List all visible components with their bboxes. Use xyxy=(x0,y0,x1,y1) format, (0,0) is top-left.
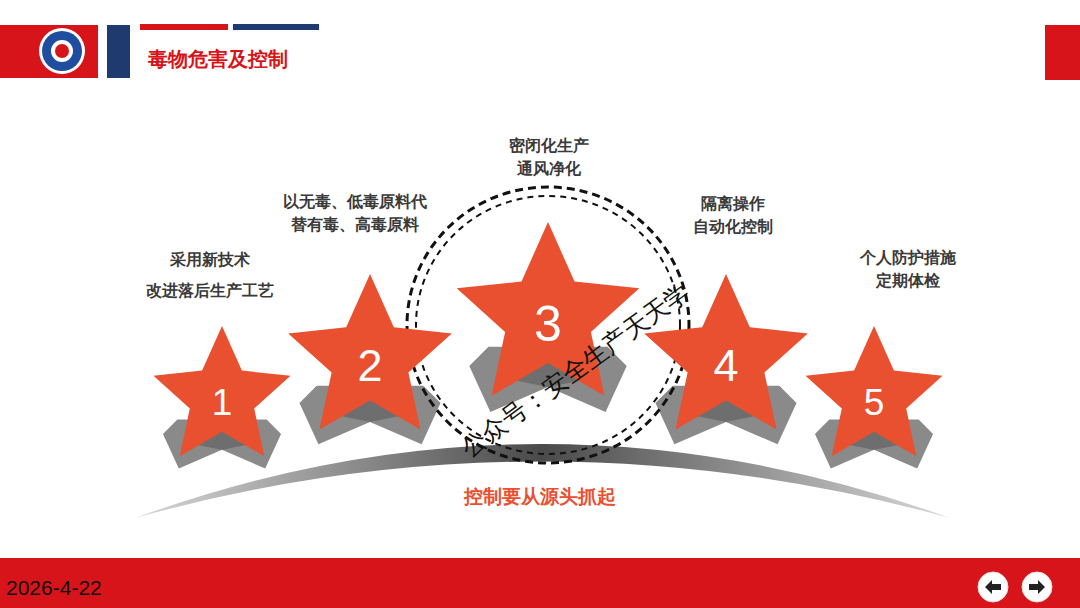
step-caption: 个人防护措施 定期体检 xyxy=(859,246,958,292)
logo-ring xyxy=(39,28,85,74)
star-step: 以无毒、低毒原料代 替有毒、高毒原料2 xyxy=(284,274,456,446)
nav-next-arrow xyxy=(1029,580,1045,594)
callout-number: 2 xyxy=(284,343,456,388)
header-blue-bar xyxy=(107,25,130,78)
nav-prev-button xyxy=(978,572,1008,602)
slide-title: 毒物危害及控制 xyxy=(148,46,288,73)
step-caption: 隔离操作 自动化控制 xyxy=(692,192,775,238)
nav-next-button xyxy=(1022,572,1052,602)
callout-number: 4 xyxy=(640,343,812,388)
nav-prev-arrow xyxy=(985,580,1001,594)
step-caption: 密闭化生产 通风净化 xyxy=(508,134,591,180)
header-right-block xyxy=(1045,25,1080,80)
step-caption: 采用新技术 改进落后生产工艺 xyxy=(145,244,276,306)
header-red-line xyxy=(140,24,228,30)
slogan: 控制要从源头抓起 xyxy=(0,484,1080,510)
header-red-block xyxy=(0,25,98,78)
footer-bar xyxy=(0,558,1080,608)
header-blue-line xyxy=(233,24,319,30)
callout-number: 5 xyxy=(802,384,946,421)
star-step: 采用新技术 改进落后生产工艺1 xyxy=(150,326,294,470)
star-step: 个人防护措施 定期体检5 xyxy=(802,326,946,470)
callout-number: 1 xyxy=(150,384,294,421)
logo-disc xyxy=(42,31,82,71)
slide-date: 2026-4-22 xyxy=(6,576,102,600)
logo-center xyxy=(51,40,73,62)
step-caption: 以无毒、低毒原料代 替有毒、高毒原料 xyxy=(282,190,429,236)
logo-dot xyxy=(55,44,69,58)
